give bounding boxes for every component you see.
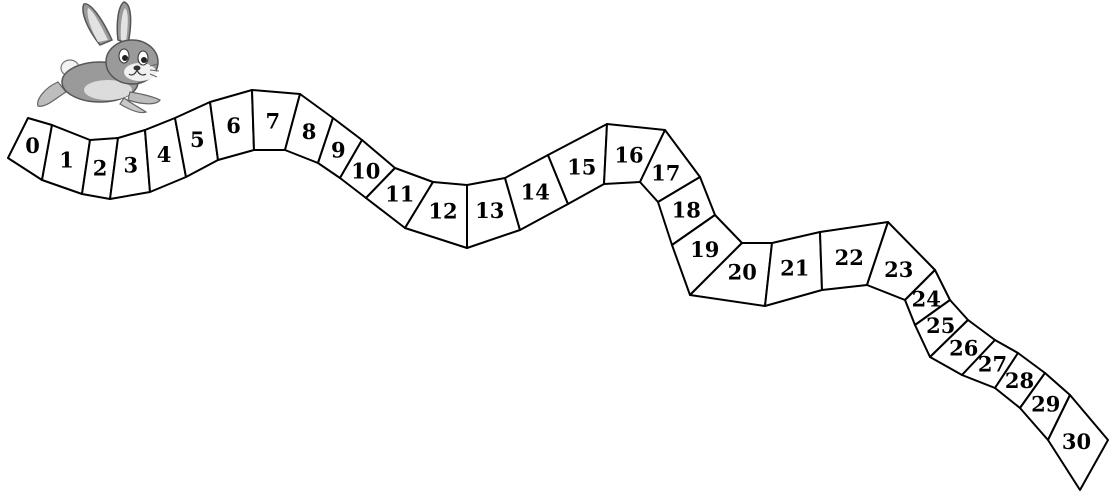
cell-number: 0 (25, 133, 40, 158)
cell-number: 7 (265, 109, 280, 134)
cell-number: 4 (157, 142, 172, 167)
cell-number: 14 (521, 179, 550, 204)
cell-number: 28 (1005, 368, 1034, 393)
cell-number: 19 (690, 237, 719, 262)
cell-number: 8 (302, 119, 317, 144)
cell-number: 11 (385, 182, 414, 207)
cell-number: 29 (1031, 392, 1060, 417)
cell-number: 1 (59, 147, 74, 172)
cell-number: 5 (190, 127, 205, 152)
cell-number: 27 (978, 352, 1007, 377)
cell-number: 17 (651, 160, 680, 185)
cell-number: 26 (949, 336, 978, 361)
cell-number: 13 (475, 198, 504, 223)
rabbit-icon (38, 2, 160, 113)
cell-number: 21 (780, 255, 809, 280)
cell-number: 24 (912, 286, 941, 311)
cell-number: 12 (428, 198, 457, 223)
cell-number: 15 (567, 154, 596, 179)
cell-number: 9 (331, 137, 346, 162)
cell-number: 23 (884, 257, 913, 282)
cell-number: 6 (226, 113, 241, 138)
cell-number: 20 (728, 259, 757, 284)
cell-number: 25 (926, 313, 955, 338)
cell-number: 2 (93, 155, 108, 180)
cell-number: 10 (351, 159, 380, 184)
cell-number: 22 (835, 245, 864, 270)
cell-number: 3 (123, 152, 138, 177)
cell-number: 18 (672, 197, 701, 222)
cell-number: 30 (1062, 429, 1091, 454)
cell-number: 16 (614, 143, 643, 168)
